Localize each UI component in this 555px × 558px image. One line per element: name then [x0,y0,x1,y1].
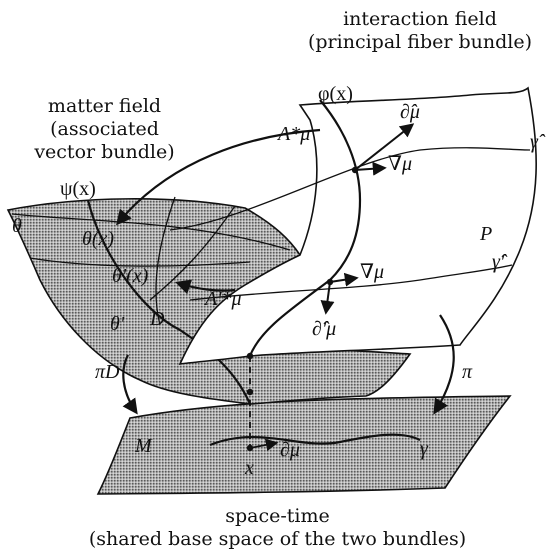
label-gamma-hat: γ̂ [530,131,546,153]
label-d-hat-upper: ∂̂μ [400,101,420,123]
interaction-field-title: interaction field [343,8,497,30]
tangent-d-mu-arrow [249,438,279,452]
label-gamma-hat-prime: γ̂' [492,251,508,273]
spacetime-manifold [96,395,512,495]
nabla-upper-arrow [354,161,387,176]
curve-gamma-hat-prime [189,264,513,301]
curve-gamma-hat [169,147,531,231]
label-A-prime-star: A'*μ [203,288,242,310]
label-M: M [134,435,153,457]
label-pi: π [462,361,473,383]
label-d-mu: ∂μ [280,439,300,461]
label-theta: θ [12,215,22,237]
matter-fiber-theta [155,196,176,326]
label-phi: φ(x) [318,83,353,105]
label-gamma: γ [420,438,429,460]
label-d-hat-prime: ∂̂'μ [312,318,336,340]
matter-field-subtitle-1: (associated [50,118,159,140]
A-star-arrow [116,128,321,226]
d-hat-mu-arrow [354,123,415,171]
label-theta-x: θ(x) [82,228,114,250]
label-psi: ψ(x) [60,178,96,200]
label-x: x [244,457,254,479]
label-pi-D: πD [95,361,120,383]
label-D: D [149,308,165,330]
nabla-lower-arrow [329,272,359,287]
principal-fiber [248,99,362,357]
fiber-point-P [246,352,254,360]
label-theta-prime-x: θ'(x) [112,265,149,287]
matter-fiber-theta-prime [149,205,236,301]
matter-fiber-psi [86,199,252,405]
matter-field-subtitle-2: vector bundle) [34,141,175,163]
spacetime-subtitle: (shared base space of the two bundles) [88,528,467,550]
interaction-field-subtitle: (principal fiber bundle) [307,31,533,53]
A-prime-star-arrow [175,279,236,295]
d-hat-prime-arrow [320,281,335,315]
label-nabla-upper: ∇μ [388,153,412,175]
projection-pi-D [122,354,138,415]
projection-pi [433,314,455,415]
label-P: P [479,223,492,245]
interaction-field-caption: interaction field (principal fiber bundl… [300,8,540,54]
label-nabla-lower: ∇μ [360,261,384,283]
fiber-point-D [246,388,254,396]
matter-coordinate-line-2 [29,257,251,267]
label-A-star: A*μ [276,123,310,145]
matter-field-title: matter field [47,95,162,117]
spacetime-title: space-time [225,505,330,527]
matter-coordinate-line-1 [11,213,291,251]
spacetime-caption: space-time (shared base space of the two… [30,505,525,551]
matter-field-caption: matter field (associated vector bundle) [22,95,187,164]
label-theta-prime: θ' [110,313,125,335]
